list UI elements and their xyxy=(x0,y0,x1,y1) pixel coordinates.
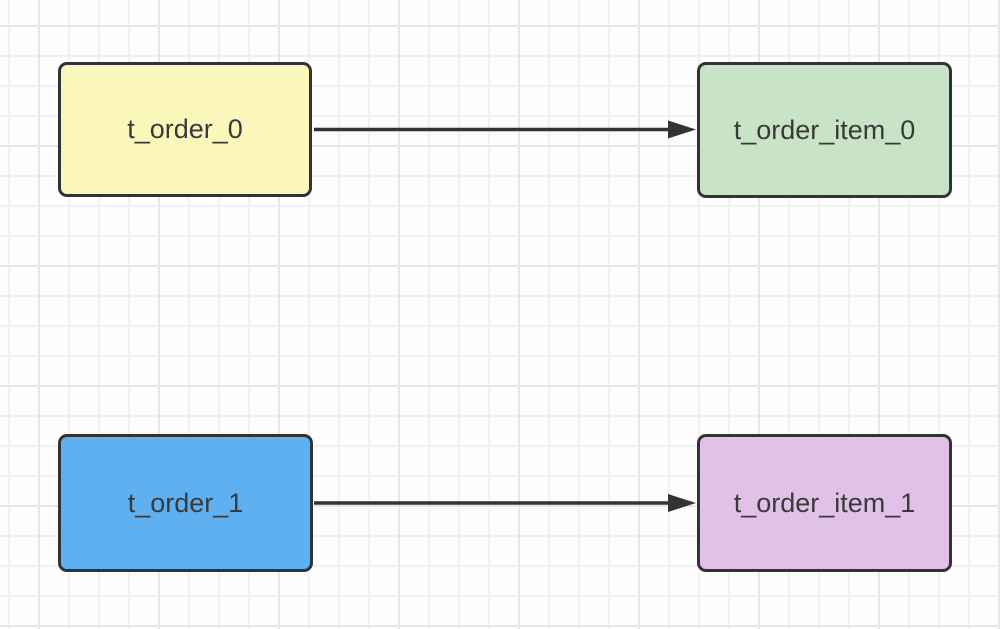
node-label: t_order_0 xyxy=(127,114,243,144)
edge-t-order-1-to-t-order-item-1 xyxy=(314,494,696,512)
node-t-order-item-1: t_order_item_1 xyxy=(697,434,952,572)
node-t-order-1: t_order_1 xyxy=(58,434,313,572)
node-label: t_order_1 xyxy=(127,487,244,518)
node-label: t_order_item_1 xyxy=(733,487,916,518)
arrowhead-icon xyxy=(668,494,696,512)
node-t-order-0: t_order_0 xyxy=(58,62,312,197)
node-t-order-item-0: t_order_item_0 xyxy=(697,62,952,198)
node-label: t_order_item_0 xyxy=(733,114,916,145)
arrowhead-icon xyxy=(668,120,696,139)
edge-t-order-0-to-t-order-item-0 xyxy=(314,120,696,139)
